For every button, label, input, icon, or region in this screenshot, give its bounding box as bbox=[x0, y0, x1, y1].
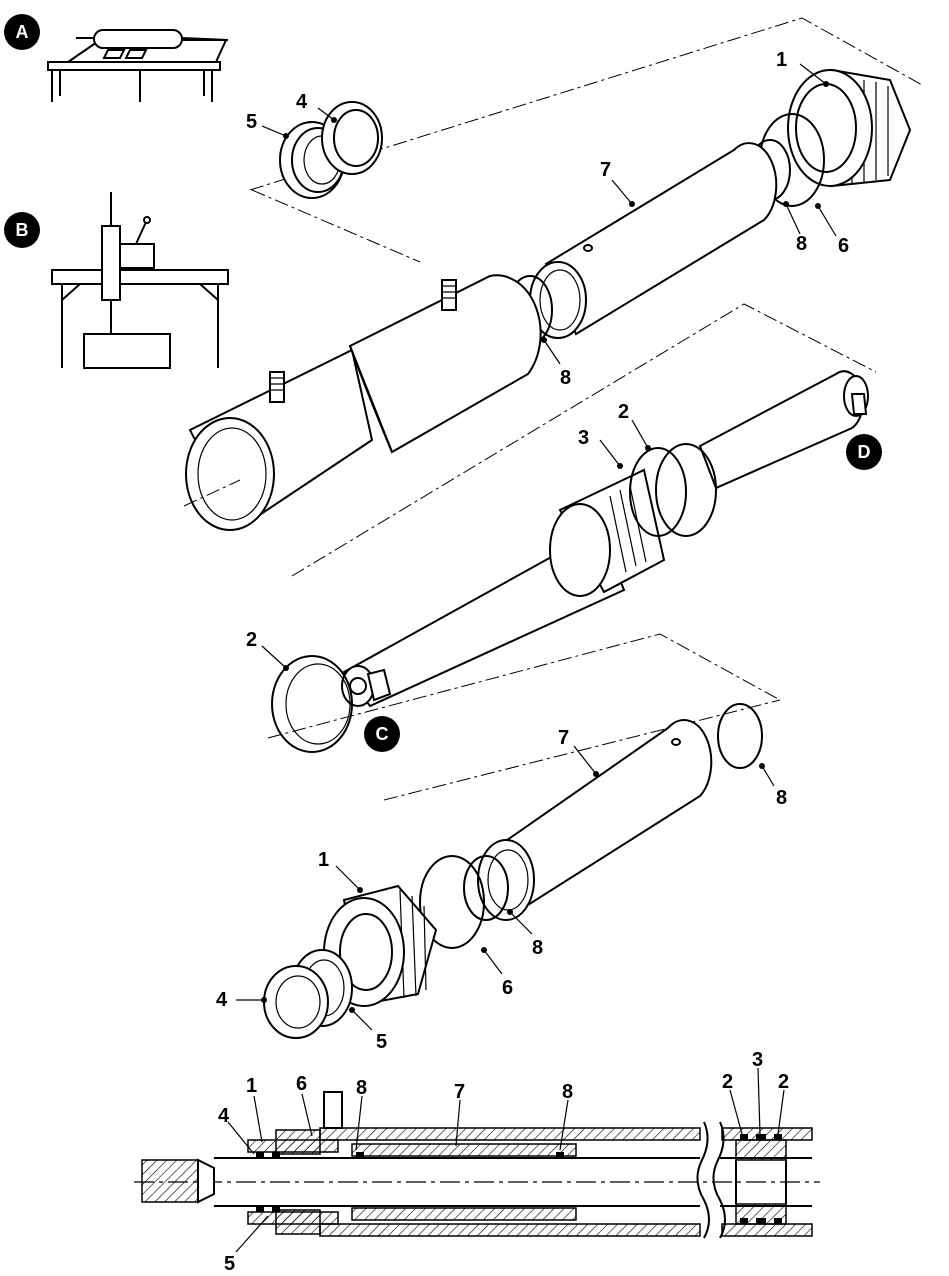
piston-rod-group: D C 3 2 2 bbox=[246, 370, 882, 801]
callout-1-upper: 1 bbox=[776, 49, 787, 71]
piston-ring-2-left bbox=[271, 655, 353, 753]
badge-b-icon bbox=[4, 212, 40, 248]
gland-nut-1-upper bbox=[787, 68, 912, 188]
callout-3-section: 3 bbox=[752, 1049, 763, 1071]
badge-d-label: D bbox=[858, 442, 871, 462]
callout-7-section: 7 bbox=[454, 1081, 465, 1103]
seal-3-piston bbox=[629, 447, 687, 537]
inset-a-table-illustration: A bbox=[4, 14, 229, 102]
callout-8-lower-top: 8 bbox=[776, 787, 787, 809]
callout-3-piston: 3 bbox=[578, 427, 589, 449]
cylinder-barrel bbox=[183, 274, 877, 577]
callout-1-section: 1 bbox=[246, 1075, 257, 1097]
callout-8-section-right: 8 bbox=[562, 1081, 573, 1103]
callout-2-section-right: 2 bbox=[778, 1071, 789, 1093]
oring-8-lower-top bbox=[717, 703, 763, 769]
inset-b-press-illustration: B bbox=[4, 192, 229, 369]
callout-2-piston: 2 bbox=[618, 401, 629, 423]
upper-exploded-group: 1 4 5 7 8 6 8 bbox=[246, 17, 925, 389]
callout-8-upper-left: 8 bbox=[560, 367, 571, 389]
oring-8-lower-mid bbox=[463, 855, 509, 921]
badge-d-icon bbox=[846, 434, 882, 470]
wiper-4-upper bbox=[321, 101, 383, 175]
badge-c-label: C bbox=[376, 724, 389, 744]
callout-8-lower-mid: 8 bbox=[532, 937, 543, 959]
callout-6-lower: 6 bbox=[502, 977, 513, 999]
callout-5-lower: 5 bbox=[376, 1031, 387, 1053]
callout-1-lower: 1 bbox=[318, 849, 329, 871]
callout-5-upper: 5 bbox=[246, 111, 257, 133]
badge-a-label: A bbox=[16, 22, 29, 42]
backup-ring-6-lower bbox=[419, 855, 485, 949]
callout-7-upper: 7 bbox=[600, 159, 611, 181]
badge-c-icon bbox=[364, 716, 400, 752]
cross-section-view: 1 6 8 7 8 4 5 2 3 2 bbox=[134, 1049, 820, 1275]
badge-b-label: B bbox=[16, 220, 29, 240]
callout-8-upper-right: 8 bbox=[796, 233, 807, 255]
callout-6-section: 6 bbox=[296, 1073, 307, 1095]
callout-2-section-left: 2 bbox=[722, 1071, 733, 1093]
tube-7-upper bbox=[529, 142, 778, 339]
badge-a-icon bbox=[4, 14, 40, 50]
callout-5-section: 5 bbox=[224, 1253, 235, 1275]
callout-4-upper: 4 bbox=[296, 91, 308, 113]
callout-6-upper: 6 bbox=[838, 235, 849, 257]
callout-4-section: 4 bbox=[218, 1105, 230, 1127]
wiper-4-lower bbox=[263, 965, 329, 1039]
callout-8-section-left: 8 bbox=[356, 1077, 367, 1099]
lower-exploded-group: 7 8 1 8 6 4 5 bbox=[216, 703, 787, 1053]
callout-2-left: 2 bbox=[246, 629, 257, 651]
piston-ring-2-top bbox=[655, 443, 717, 537]
callout-4-lower: 4 bbox=[216, 989, 228, 1011]
callout-7-lower: 7 bbox=[558, 727, 569, 749]
